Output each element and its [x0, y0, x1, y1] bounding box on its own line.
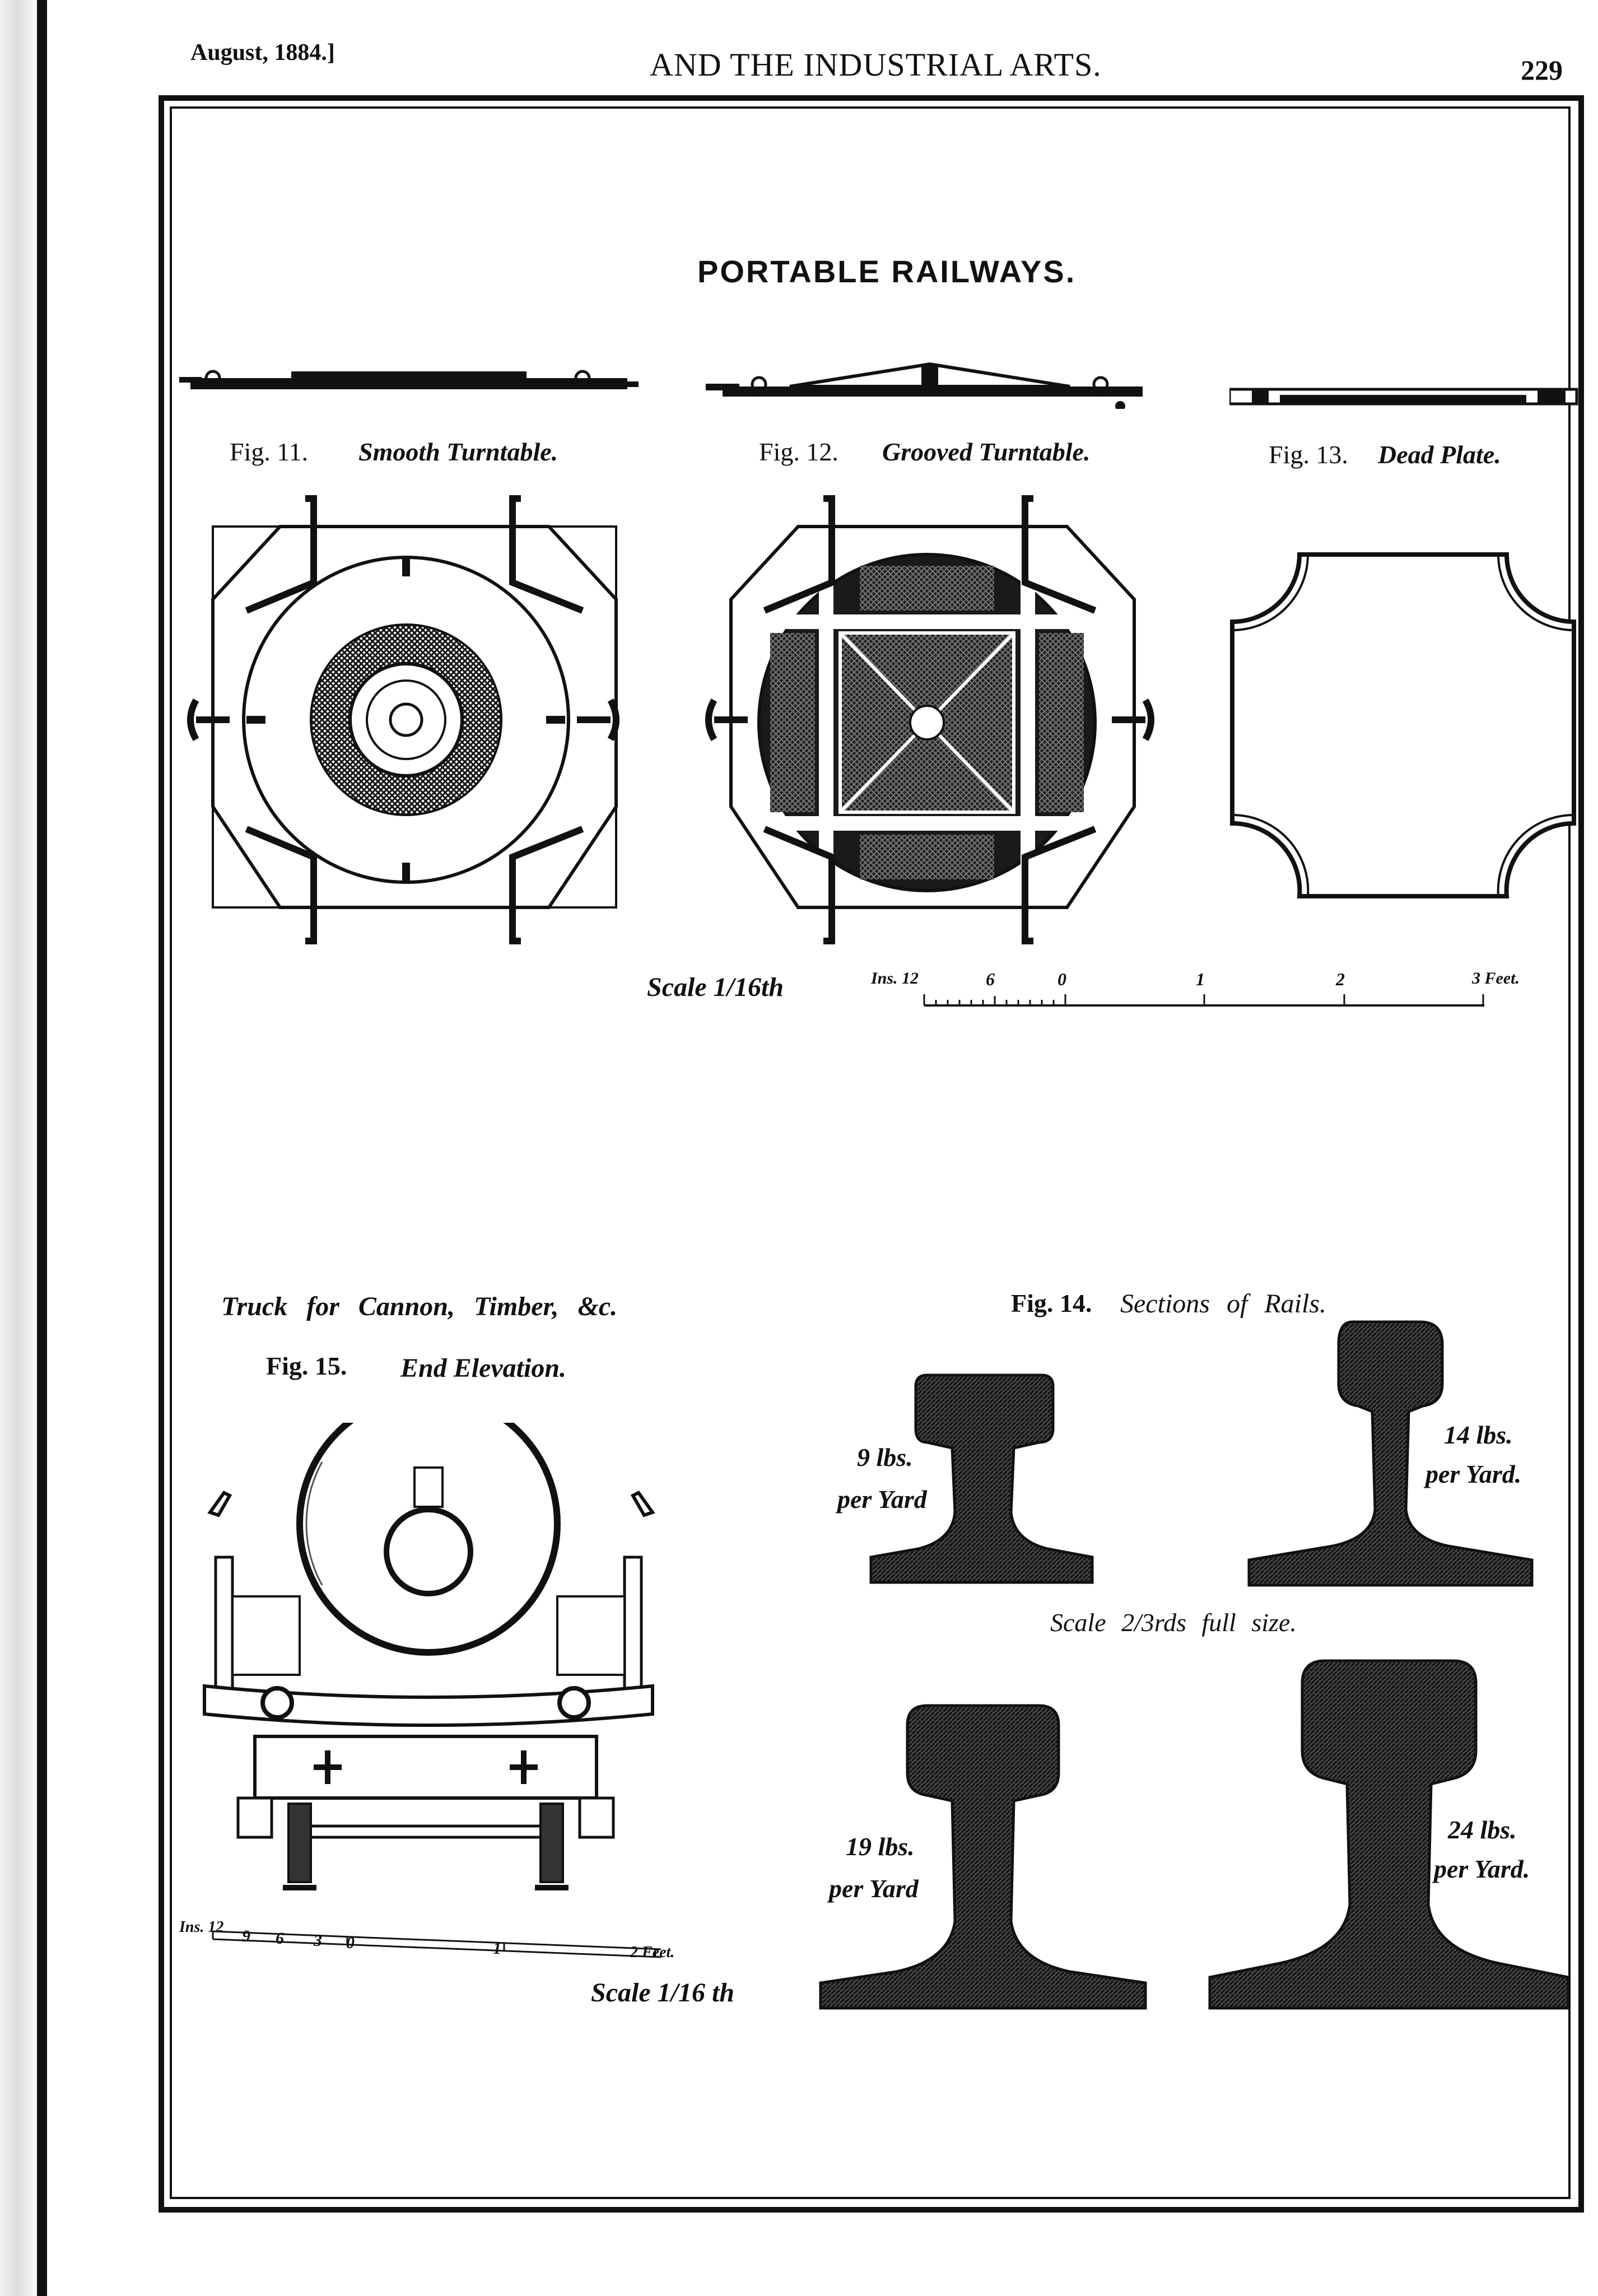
rail-9-unit: per Yard: [837, 1485, 927, 1513]
rail-section-24lbs: [1208, 1659, 1570, 2010]
page-edge-shadow: [0, 0, 39, 2296]
fig12-grooved-turntable-plan: [705, 495, 1154, 944]
rail-14-weight: 14 lbs.: [1444, 1421, 1513, 1449]
rail-19-unit: per Yard: [829, 1874, 919, 1903]
scale-top-tick-3: 3 Feet.: [1472, 969, 1520, 988]
fig15-scale-tick-ins: Ins. 12: [179, 1918, 224, 1936]
header-date: August, 1884.]: [190, 40, 335, 66]
running-title: AND THE INDUSTRIAL ARTS.: [650, 46, 1102, 83]
rail-24-weight: 24 lbs.: [1448, 1815, 1517, 1844]
rail-14-unit: per Yard.: [1425, 1460, 1522, 1488]
scale-top-label: Scale 1/16th: [647, 972, 784, 1002]
fig11-number: Fig. 11.: [230, 437, 309, 466]
rail-9-weight: 9 lbs.: [857, 1443, 913, 1471]
plate-title: PORTABLE RAILWAYS.: [697, 254, 1077, 289]
scale-top-tick-1: 1: [1196, 969, 1205, 989]
fig15-scale-tick-3: 3: [314, 1931, 322, 1950]
scale-top-tick-0: 0: [1057, 969, 1066, 989]
fig13-side-view: [1229, 388, 1578, 406]
scale-top-tick-ins: Ins. 12: [871, 969, 919, 988]
fig15-number: Fig. 15.: [266, 1352, 347, 1380]
scale-top-bar: [923, 994, 1484, 1007]
fig15-scale-tick-2: 2 Feet.: [630, 1944, 675, 1961]
rail-section-19lbs: [819, 1704, 1147, 2010]
scale-top-tick-2: 2: [1336, 969, 1345, 989]
fig15-scale-tick-9: 9: [242, 1927, 250, 1945]
fig15-scale-tick-6: 6: [276, 1929, 284, 1948]
truck-title: Truck for Cannon, Timber, &c.: [221, 1292, 618, 1321]
fig15-scale-label: Scale 1/16 th: [591, 1978, 735, 2008]
fig12-name: Grooved Turntable.: [882, 437, 1091, 466]
fig15-name: End Elevation.: [400, 1353, 567, 1383]
fig13-dead-plate-plan: [1230, 552, 1576, 898]
fig11-smooth-turntable-plan: [187, 495, 619, 944]
plate-border-inner: [170, 106, 1571, 2199]
fig15-scale-bar: [212, 1930, 661, 1958]
plate-border-outer: [159, 95, 1584, 2213]
fig13-number: Fig. 13.: [1269, 440, 1348, 469]
fig13-name: Dead Plate.: [1378, 440, 1501, 469]
fig14-number: Fig. 14.: [1011, 1289, 1092, 1317]
fig12-number: Fig. 12.: [759, 437, 838, 466]
fig12-side-view: [706, 362, 1143, 409]
fig14-name: Sections of Rails.: [1120, 1289, 1326, 1319]
page-number: 229: [1521, 54, 1563, 86]
fig15-truck-end-elevation: [203, 1423, 655, 1890]
fig11-name: Smooth Turntable.: [358, 437, 558, 466]
fig15-scale-tick-0: 0: [346, 1934, 355, 1952]
rail-section-9lbs: [869, 1373, 1094, 1584]
fig11-side-view: [179, 370, 639, 389]
rail-24-unit: per Yard.: [1434, 1855, 1530, 1883]
fig15-scale-tick-1: 1: [493, 1939, 501, 1958]
rail-section-14lbs: [1247, 1320, 1534, 1587]
fig14-scale-label: Scale 2/3rds full size.: [1050, 1608, 1297, 1637]
rail-19-weight: 19 lbs.: [846, 1832, 915, 1861]
page-gutter-line: [37, 0, 47, 2296]
scale-top-tick-6: 6: [986, 969, 995, 989]
